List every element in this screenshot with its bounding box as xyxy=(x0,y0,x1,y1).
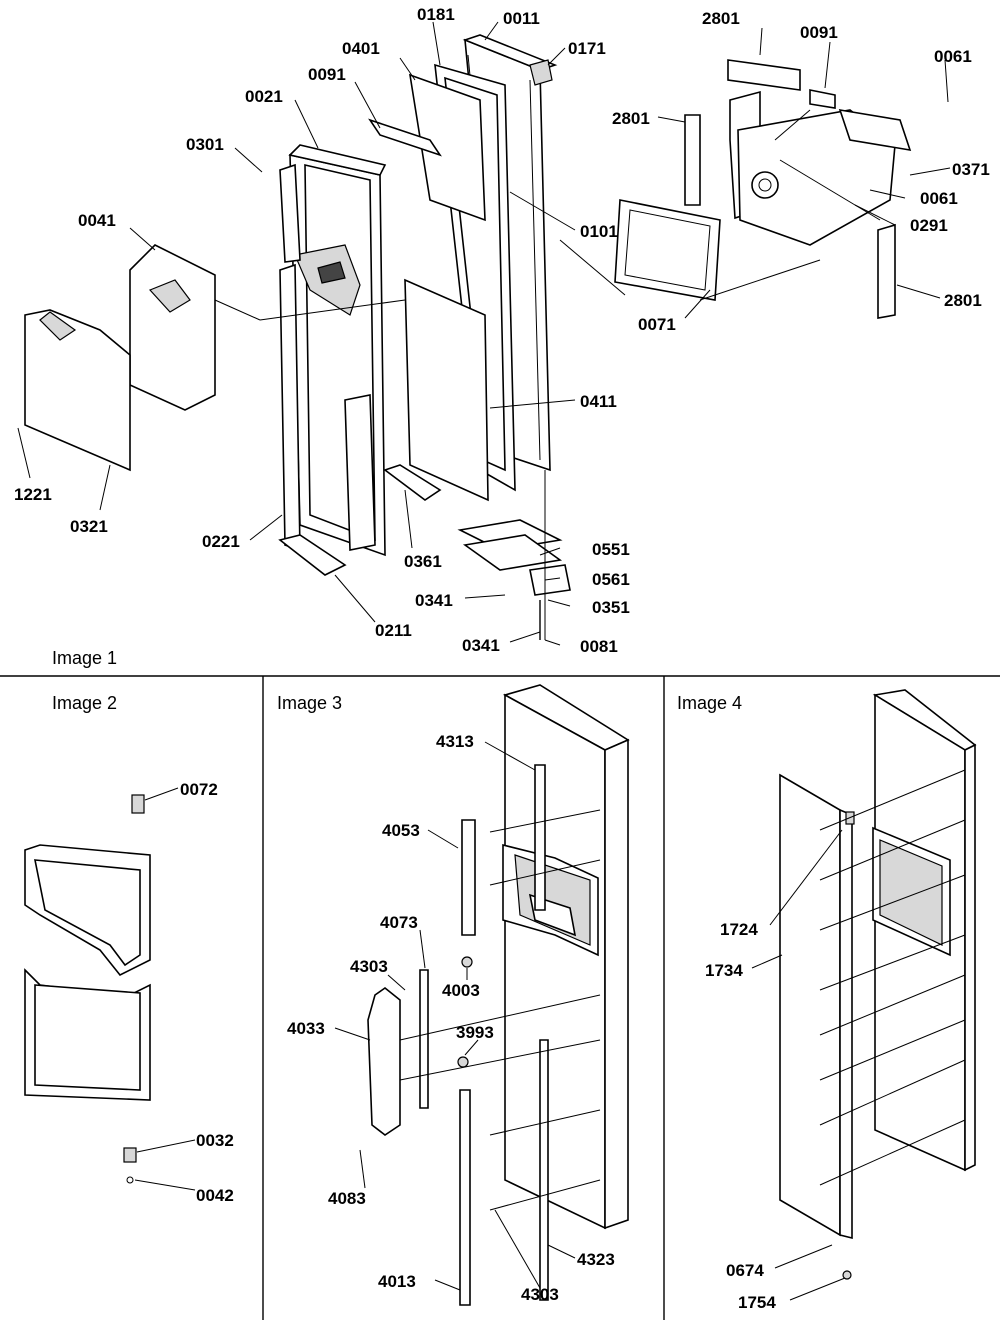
callout-0341-upper: 0341 xyxy=(415,591,453,610)
callout-0321: 0321 xyxy=(70,517,108,536)
callout-2801-top: 2801 xyxy=(702,9,740,28)
callout-4003: 4003 xyxy=(442,981,480,1000)
callout-0021: 0021 xyxy=(245,87,283,106)
callout-0091: 0091 xyxy=(308,65,346,84)
callout-4313: 4313 xyxy=(436,732,474,751)
callout-0341-lower: 0341 xyxy=(462,636,500,655)
callout-4013: 4013 xyxy=(378,1272,416,1291)
panel-title-image2: Image 2 xyxy=(52,693,118,713)
callout-4303-upper: 4303 xyxy=(350,957,388,976)
callout-0361: 0361 xyxy=(404,552,442,571)
panel-title-image4: Image 4 xyxy=(677,693,743,713)
callout-0674: 0674 xyxy=(726,1261,764,1280)
callout-0091-right: 0091 xyxy=(800,23,838,42)
callout-0291: 0291 xyxy=(910,216,948,235)
callout-0011: 0011 xyxy=(503,9,540,28)
callout-0301: 0301 xyxy=(186,135,224,154)
callout-4303-lower: 4303 xyxy=(521,1285,559,1304)
callout-2801-left: 2801 xyxy=(612,109,650,128)
image1-leaders xyxy=(17,21,951,646)
callout-3993: 3993 xyxy=(456,1023,494,1042)
callout-4073: 4073 xyxy=(380,913,418,932)
image4-drawing xyxy=(751,689,977,1301)
callout-0061-top: 0061 xyxy=(934,47,972,66)
callout-0032: 0032 xyxy=(196,1131,234,1150)
callout-4053: 4053 xyxy=(382,821,420,840)
callout-0171: 0171 xyxy=(568,39,606,58)
callout-0072: 0072 xyxy=(180,780,218,799)
callout-0041: 0041 xyxy=(78,211,116,230)
callout-0411: 0411 xyxy=(580,392,617,411)
image3-drawing xyxy=(334,684,630,1306)
callout-0371: 0371 xyxy=(952,160,990,179)
callout-0351: 0351 xyxy=(592,598,630,617)
callout-4323: 4323 xyxy=(577,1250,615,1269)
callout-1754: 1754 xyxy=(738,1293,776,1312)
panel-title-image1: Image 1 xyxy=(52,648,118,668)
callout-0561: 0561 xyxy=(592,570,630,589)
image1-drawing xyxy=(24,34,912,640)
callout-0221: 0221 xyxy=(202,532,240,551)
callout-1724: 1724 xyxy=(720,920,758,939)
image2-drawing xyxy=(24,787,196,1191)
callout-4033: 4033 xyxy=(287,1019,325,1038)
callout-0042: 0042 xyxy=(196,1186,234,1205)
callout-0061-mid: 0061 xyxy=(920,189,958,208)
callout-1221: 1221 xyxy=(14,485,52,504)
callout-0081: 0081 xyxy=(580,637,618,656)
callout-0181: 0181 xyxy=(417,5,455,24)
callout-4083: 4083 xyxy=(328,1189,366,1208)
callout-2801-right: 2801 xyxy=(944,291,982,310)
callout-1734: 1734 xyxy=(705,961,743,980)
panel-title-image3: Image 3 xyxy=(277,693,343,713)
callout-0101: 0101 xyxy=(580,222,618,241)
callout-0401: 0401 xyxy=(342,39,380,58)
callout-0211: 0211 xyxy=(375,621,412,640)
callout-0551: 0551 xyxy=(592,540,630,559)
callout-0071: 0071 xyxy=(638,315,676,334)
panel-dividers xyxy=(0,675,1000,1320)
